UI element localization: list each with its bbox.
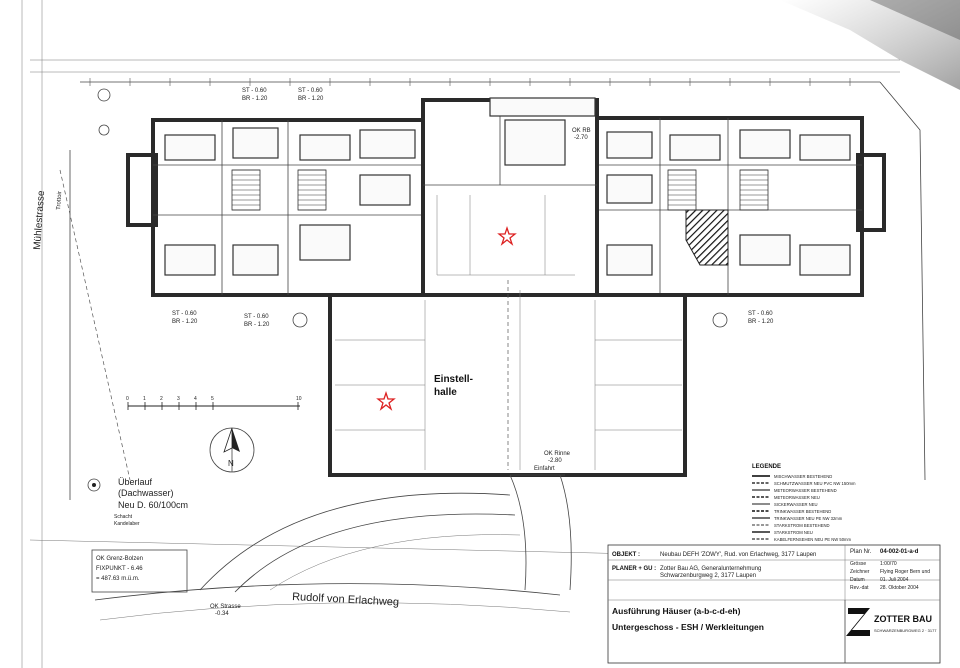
ok-rinne-line1: OK Rinne xyxy=(544,451,571,457)
br-label: BR - 1.20 xyxy=(244,322,270,328)
scale-bar-label: 2 xyxy=(160,396,163,402)
sidewalk-label: Trottoir xyxy=(56,191,63,210)
scale-bar-label: 1 xyxy=(143,396,146,402)
grenz-line1: OK Grenz-Bolzen xyxy=(96,556,143,562)
north-label: N xyxy=(228,459,234,468)
scale-bar-label: 0 xyxy=(126,396,129,402)
legend-title: LEGENDE xyxy=(752,464,781,470)
marker-star-center xyxy=(497,225,517,246)
shaft-label-schacht: Schacht xyxy=(114,514,133,520)
shaft-label-kandelaber: Kandelaber xyxy=(114,521,140,527)
meta-key: Rev.-dat xyxy=(850,585,869,591)
meta-value: 28. Oktober 2004 xyxy=(880,585,919,591)
objekt-value: Neubau DEFH 'ZOWY', Rud. von Erlachweg, … xyxy=(660,552,816,558)
marker-star-garage xyxy=(376,390,396,411)
drawing-subtitle: Untergeschoss - ESH / Werkleitungen xyxy=(612,622,764,632)
plan-nr-label: Plan Nr. xyxy=(850,549,872,555)
ok-strasse-line1: OK Strasse xyxy=(210,604,241,610)
br-label: BR - 1.20 xyxy=(242,96,268,102)
legend-item-label: MISCHWASSER BESTEHEND xyxy=(774,474,832,479)
legend-item-label: METEORWASSER BESTEHEND xyxy=(774,488,837,493)
meta-key: Datum xyxy=(850,577,865,583)
street-south-label: Rudolf von Erlachweg xyxy=(292,591,399,609)
central-block xyxy=(421,97,599,297)
meta-value: Flying Roger Bern und xyxy=(880,569,930,575)
br-label: BR - 1.20 xyxy=(298,96,324,102)
hatched-area xyxy=(685,209,729,266)
garage-block xyxy=(328,280,687,477)
legend-item-label: SCHMUTZWASSER NEU PVC NW 150mm xyxy=(774,481,856,486)
legend-item-label: KABELFERNSEHEN NEU PE NW 50mm xyxy=(774,537,852,542)
ok-rb-line2: -2.70 xyxy=(574,135,588,141)
st-label: ST - 0.60 xyxy=(244,314,269,320)
brand-address: SCHWARZENBURGWEG 2 · 3177 xyxy=(874,628,937,633)
brand-name: ZOTTER BAU xyxy=(874,614,932,624)
grenz-line3: = 487.63 m.ü.m. xyxy=(96,576,140,582)
planer-line2: Schwarzenburgweg 2, 3177 Laupen xyxy=(660,573,756,579)
objekt-label: OBJEKT : xyxy=(612,552,640,558)
meta-key: Zeichner xyxy=(850,569,870,575)
scale-bar-label: 3 xyxy=(177,396,180,402)
st-label: ST - 0.60 xyxy=(748,311,773,317)
st-label: ST - 0.60 xyxy=(298,88,323,94)
meta-value: 01. Juli 2004 xyxy=(880,577,909,583)
legend-item-label: TRINKWASSER NEU PE NW 32mm xyxy=(774,516,843,521)
garage-label-line2: halle xyxy=(434,387,457,398)
brand-logo xyxy=(846,608,870,636)
overflow-line3: Neu D. 60/100cm xyxy=(118,500,188,510)
overflow-line2: (Dachwasser) xyxy=(118,488,174,498)
meta-value: 1:00/70 xyxy=(880,561,897,567)
shafts xyxy=(87,88,728,492)
title-block: OBJEKT : Neubau DEFH 'ZOWY', Rud. von Er… xyxy=(607,544,941,664)
driveway-ramp xyxy=(199,474,572,593)
garage-label-line1: Einstell- xyxy=(434,374,473,385)
overflow-line1: Überlauf xyxy=(118,477,153,487)
st-label: ST - 0.60 xyxy=(172,311,197,317)
scale-bar-label: 10 xyxy=(296,396,302,402)
meta-key: Grösse xyxy=(850,561,866,567)
grenz-line2: FIXPUNKT - 6.46 xyxy=(96,566,143,572)
legend-item-label: TRINKWASSER BESTEHEND xyxy=(774,509,831,514)
house-block-east xyxy=(595,116,886,297)
planer-label: PLANER + GU : xyxy=(612,566,656,572)
labels: Mühlestrasse Trottoir Rudolf von Erlachw… xyxy=(32,88,774,617)
scan-shadow xyxy=(780,0,960,90)
legend-item-label: STARKSTROM BESTEHEND xyxy=(774,523,830,528)
scale-bar-label: 5 xyxy=(211,396,214,402)
legend: LEGENDE MISCHWASSER BESTEHEND SCHMUTZWASS… xyxy=(752,464,856,549)
planer-line1: Zotter Bau AG, Generalunternehmung xyxy=(660,566,761,572)
br-label: BR - 1.20 xyxy=(748,319,774,325)
street-west-label: Mühlestrasse xyxy=(32,190,47,251)
plan-nr-value: 04-002-01-a-d xyxy=(880,549,919,555)
einfahrt-label: Einfahrt xyxy=(534,466,555,472)
legend-item-label: METEORWASSER NEU xyxy=(774,495,820,500)
ok-rinne-line2: -2.80 xyxy=(548,458,562,464)
ok-strasse-line2: -0.34 xyxy=(215,611,229,617)
scale-bar-label: 4 xyxy=(194,396,197,402)
legend-item-label: STARKSTROM NEU xyxy=(774,530,813,535)
br-label: BR - 1.20 xyxy=(172,319,198,325)
legend-item-label: SICKERWASSER NEU xyxy=(774,502,818,507)
st-label: ST - 0.60 xyxy=(242,88,267,94)
drawing-title: Ausführung Häuser (a-b-c-d-eh) xyxy=(612,606,741,616)
fixpoint-box xyxy=(91,549,188,593)
ok-rb-line1: OK RB xyxy=(572,128,591,134)
north-arrow: N xyxy=(209,427,255,473)
house-block-west xyxy=(126,118,425,297)
scale-bar: 0 1 2 3 4 5 10 xyxy=(126,396,302,410)
dimension-ticks-top xyxy=(89,78,851,86)
